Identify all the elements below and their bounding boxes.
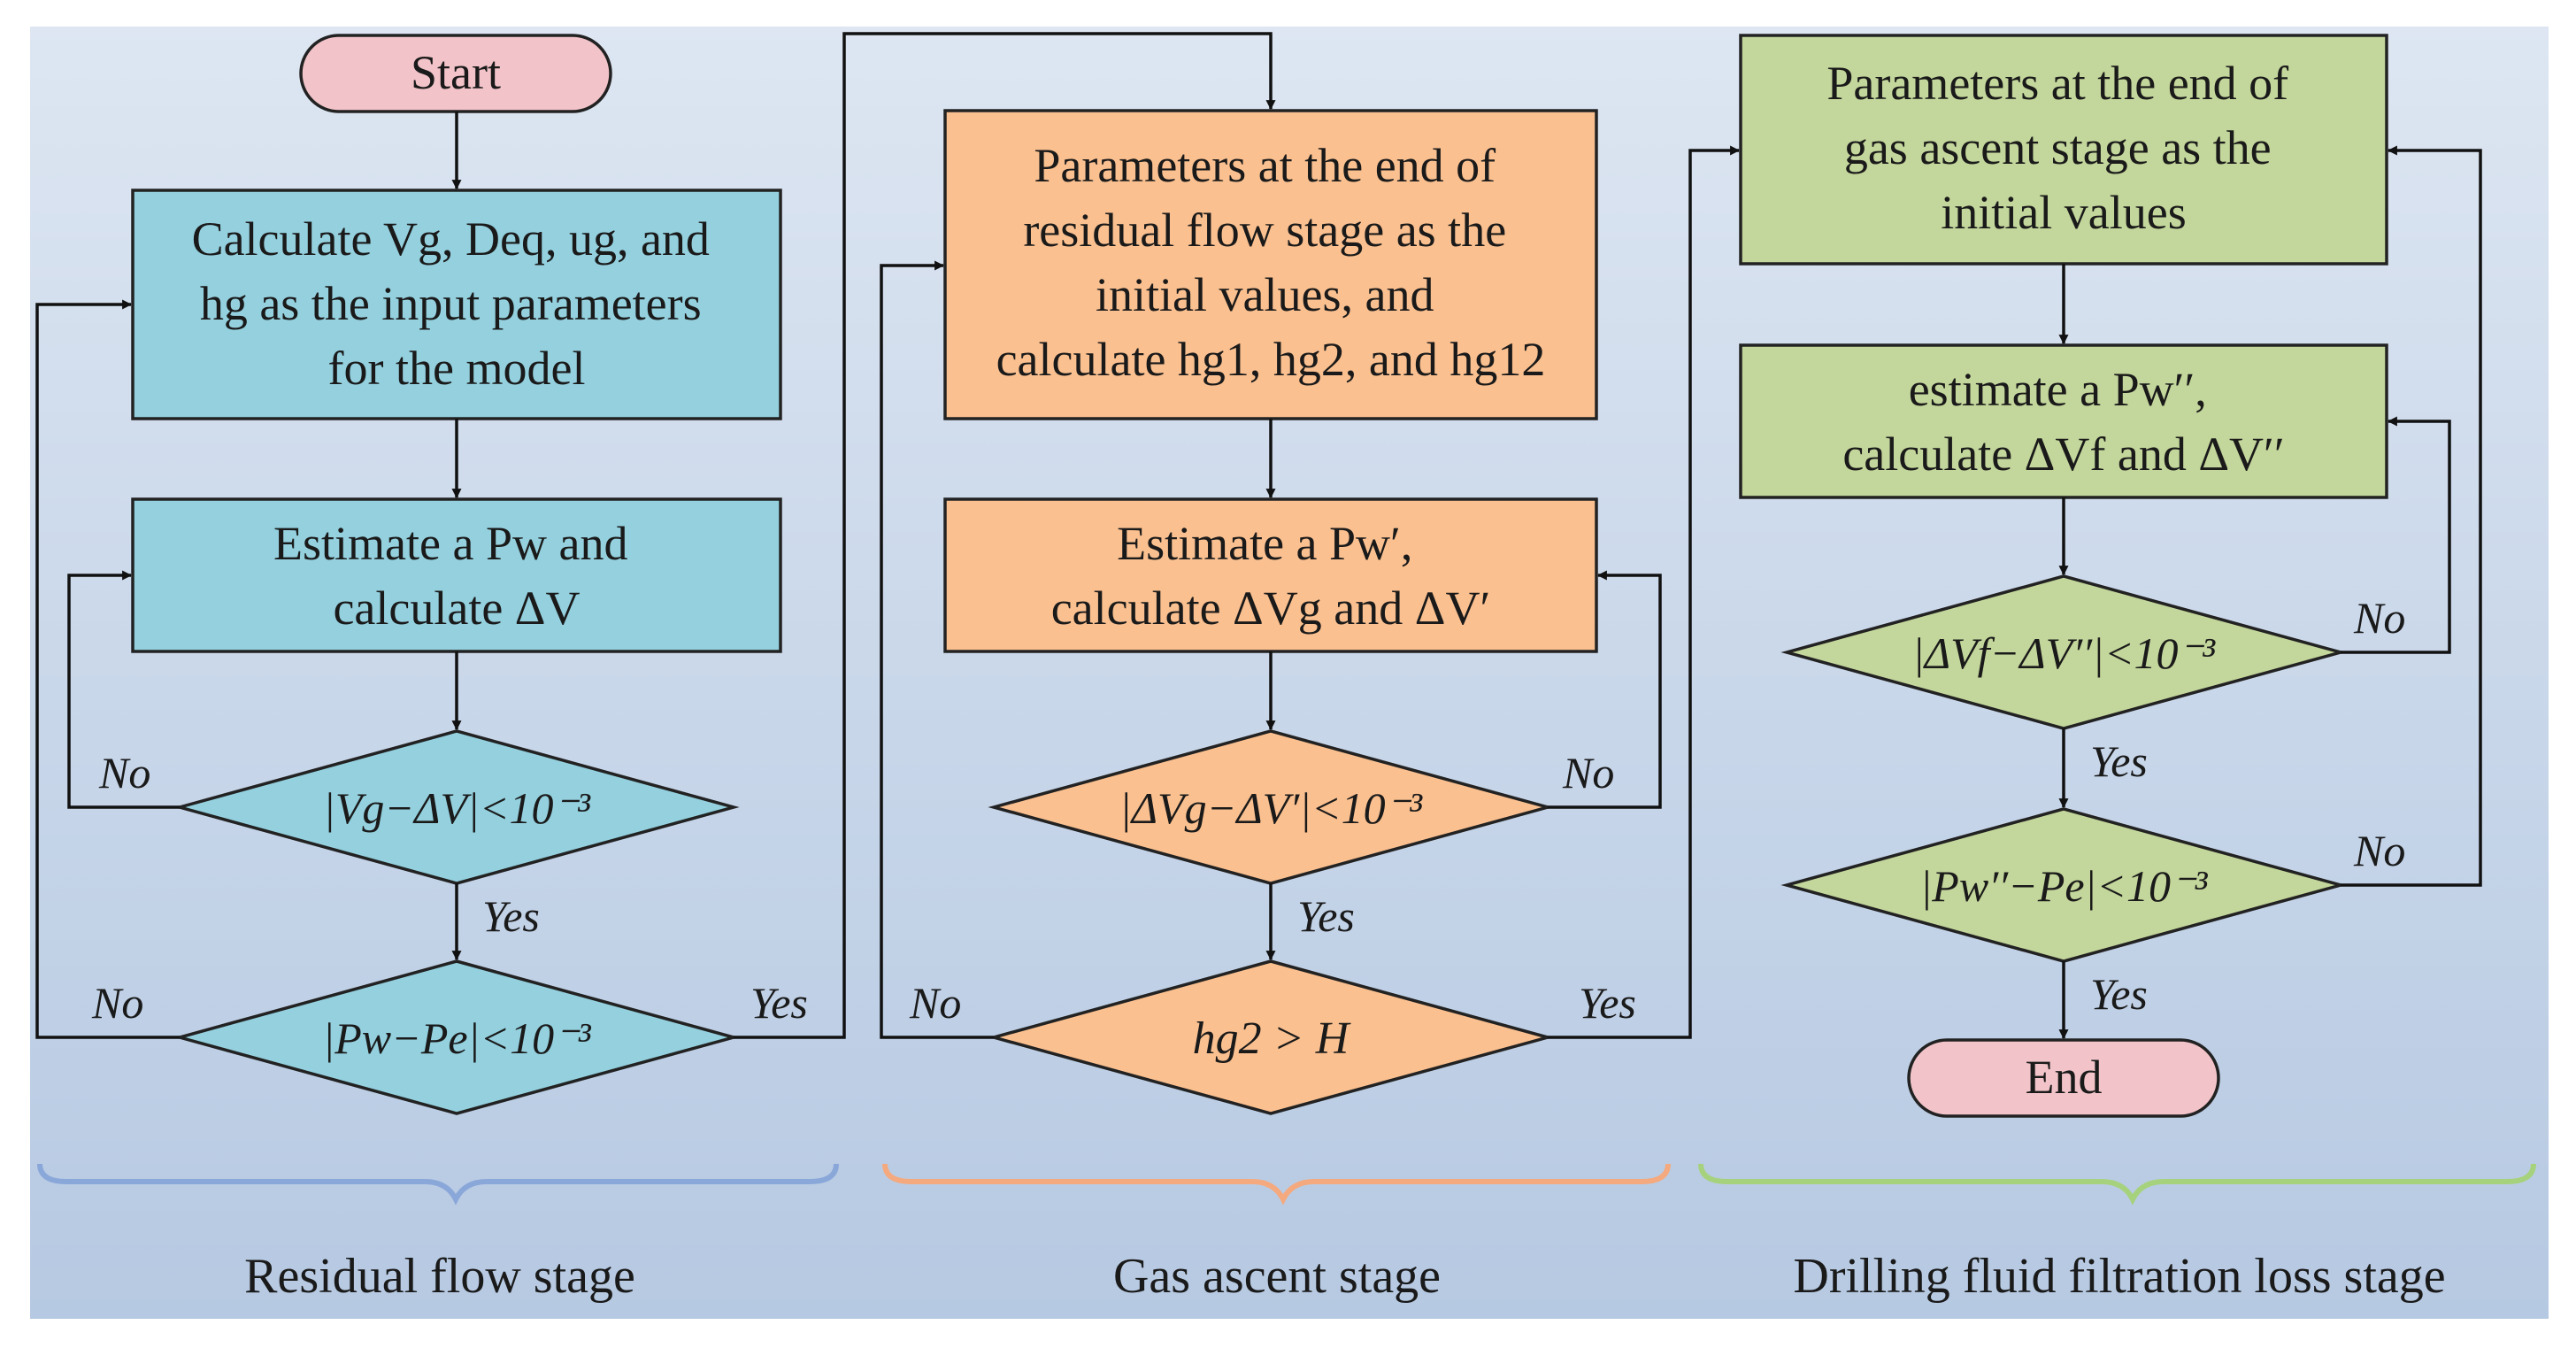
stage3-decision-volume-text: |ΔVf−ΔV′′|<10⁻³ [1912, 628, 2216, 678]
end-terminal [1907, 1038, 2220, 1118]
stage2-init-line-3: initial values, and [1096, 268, 1434, 321]
label-s3-no-pressure: No [2353, 826, 2405, 875]
stage2-decision-height-text: hg2 > H [1193, 1013, 1351, 1064]
stage3-decision-pressure-text: |Pw′′−Pe|<10⁻³ [1920, 861, 2209, 911]
end-label: End [2026, 1051, 2103, 1104]
estimate-pw-text: Estimate a Pw and calculate ΔV [273, 517, 640, 635]
stage3-brace [1698, 1163, 2536, 1205]
stage2-estimate-text: Estimate a Pw′, calculate ΔVg and ΔV′ [1051, 517, 1491, 635]
stage2-estimate-line-2: calculate ΔVg and ΔV′ [1051, 582, 1491, 635]
stage3-init-line-3: initial values [1941, 186, 2186, 239]
stage1-label: Residual flow stage [244, 1249, 635, 1304]
estimate-pw-line-2: calculate ΔV [333, 582, 580, 635]
stage3-estimate-line-1: estimate a Pw′′, [1909, 363, 2207, 416]
stage-residual-flow: Start Calculate Vg, Deq, ug, and hg as t… [35, 32, 1276, 1115]
input-parameters-line-1: Calculate Vg, Deq, ug, and [192, 212, 710, 266]
stage2-init-line-4: calculate hg1, hg2, and hg12 [996, 333, 1546, 386]
estimate-pw-box [131, 497, 782, 653]
loop-s2-volume-no [1548, 570, 1662, 809]
input-parameters-line-2: hg as the input parameters [200, 277, 702, 330]
stage-gas-ascent: Parameters at the end of residual flow s… [880, 109, 1741, 1115]
estimate-pw-line-1: Estimate a Pw and [273, 517, 627, 570]
stage3-estimate-box [1739, 343, 2388, 499]
stage3-estimate-text: estimate a Pw′′, calculate ΔVf and ΔV′′ [1842, 363, 2284, 481]
stage2-decision-volume-text: |ΔVg−ΔV′|<10⁻³ [1119, 783, 1423, 833]
stage2-estimate-line-1: Estimate a Pw′, [1117, 517, 1412, 570]
stage2-label: Gas ascent stage [1113, 1249, 1441, 1304]
stage2-init-box [943, 109, 1598, 420]
label-s2-yes-volume: Yes [1297, 891, 1355, 941]
loop-s3-pressure-no [2341, 145, 2482, 887]
stage1-brace [37, 1163, 839, 1205]
stage2-init-line-2: residual flow stage as the [1023, 204, 1506, 257]
loop-s3-volume-no [2341, 416, 2451, 654]
stage3-init-text: Parameters at the end of gas ascent stag… [1826, 57, 2300, 239]
label-no-volume: No [98, 748, 150, 797]
decision-volume-text: |Vg−ΔV|<10⁻³ [323, 783, 591, 833]
stage2-init-text: Parameters at the end of residual flow s… [996, 139, 1546, 386]
label-s2-yes-height: Yes [1579, 978, 1636, 1028]
start-label: Start [411, 46, 501, 99]
input-parameters-box [131, 189, 782, 420]
connector-stage2-to-stage3 [1548, 145, 1741, 1039]
input-parameters-line-3: for the model [328, 342, 586, 395]
label-yes-pressure: Yes [750, 978, 808, 1028]
label-s2-no-height: No [909, 978, 961, 1028]
label-yes-volume: Yes [482, 891, 540, 941]
label-s3-yes-pressure: Yes [2090, 969, 2148, 1019]
stage2-init-line-1: Parameters at the end of [1034, 139, 1496, 192]
stage3-label: Drilling fluid filtration loss stage [1793, 1249, 2445, 1304]
stage-filtration-loss: Parameters at the end of gas ascent stag… [1739, 34, 2482, 1118]
connector-stage1-to-stage2 [734, 32, 1276, 1039]
decision-pressure-text: |Pw−Pe|<10⁻³ [323, 1013, 592, 1063]
stage2-brace [882, 1163, 1671, 1205]
input-parameters-text: Calculate Vg, Deq, ug, and hg as the inp… [192, 212, 722, 395]
label-s3-no-volume: No [2353, 593, 2405, 643]
loop-volume-no [67, 570, 180, 809]
label-s3-yes-volume: Yes [2090, 736, 2148, 786]
stage3-init-line-1: Parameters at the end of [1826, 57, 2288, 110]
label-s2-no-volume: No [1562, 748, 1614, 797]
stage3-estimate-line-2: calculate ΔVf and ΔV′′ [1842, 428, 2284, 481]
loop-s2-height-no [880, 260, 994, 1039]
stage3-init-line-2: gas ascent stage as the [1844, 121, 2272, 174]
loop-pressure-no [35, 299, 180, 1039]
label-no-pressure: No [91, 978, 143, 1028]
decision-volume-check [173, 729, 740, 885]
